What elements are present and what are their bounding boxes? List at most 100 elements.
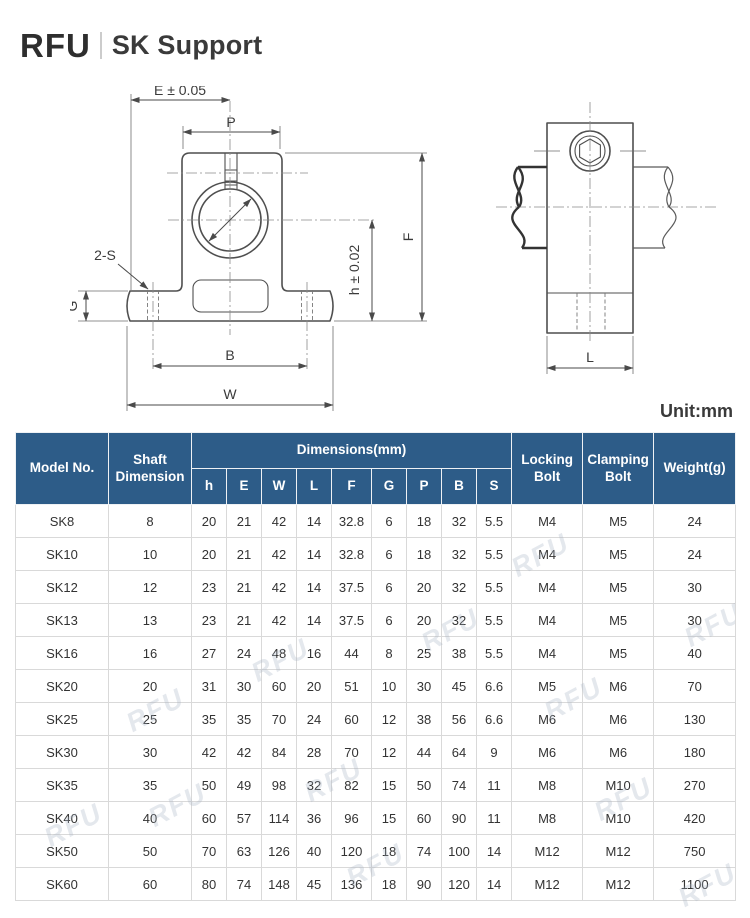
cell-S: 11 — [475, 801, 513, 835]
clamp-slit — [224, 153, 238, 189]
cell-G: 8 — [371, 636, 407, 670]
cell-P: 25 — [406, 636, 442, 670]
cell-E: 49 — [226, 768, 262, 802]
cell-W: 148 — [261, 867, 297, 901]
cell-W: 126 — [261, 834, 297, 868]
cell-W: 84 — [261, 735, 297, 769]
cell-F: 60 — [331, 702, 372, 736]
cell-locking: M6 — [511, 702, 584, 736]
cell-W: 70 — [261, 702, 297, 736]
cell-S: 5.5 — [475, 636, 513, 670]
col-header-W: W — [261, 468, 297, 505]
cell-weight: 30 — [653, 603, 737, 637]
cell-shaft: 16 — [108, 636, 192, 670]
cell-F: 32.8 — [331, 504, 372, 538]
cell-L: 14 — [296, 570, 332, 604]
col-header-clamping: Clamping Bolt — [582, 432, 655, 505]
cell-clamping: M6 — [582, 702, 655, 736]
cell-G: 15 — [371, 801, 407, 835]
dim-label-f: F — [400, 233, 416, 242]
cell-E: 35 — [226, 702, 262, 736]
cell-clamping: M10 — [582, 801, 655, 835]
cell-E: 21 — [226, 537, 262, 571]
cell-F: 32.8 — [331, 537, 372, 571]
cell-model: SK12 — [15, 570, 109, 604]
cell-P: 30 — [406, 669, 442, 703]
cell-model: SK40 — [15, 801, 109, 835]
cell-L: 24 — [296, 702, 332, 736]
cell-P: 38 — [406, 702, 442, 736]
w-extension-lines — [126, 326, 334, 411]
cell-locking: M4 — [511, 504, 584, 538]
front-view-diagram: E ± 0.05 P F h ± 0.02 G 2-S B — [70, 86, 427, 411]
cell-P: 20 — [406, 570, 442, 604]
cell-F: 70 — [331, 735, 372, 769]
cell-G: 6 — [371, 537, 407, 571]
side-mounting-hole — [576, 293, 606, 333]
cell-S: 14 — [475, 867, 513, 901]
cell-L: 14 — [296, 603, 332, 637]
cell-L: 20 — [296, 669, 332, 703]
cell-G: 18 — [371, 867, 407, 901]
cell-P: 60 — [406, 801, 442, 835]
cell-weight: 130 — [653, 702, 737, 736]
cell-F: 44 — [331, 636, 372, 670]
bolt-hole-left — [147, 282, 159, 372]
cell-B: 45 — [441, 669, 477, 703]
cell-E: 42 — [226, 735, 262, 769]
shaft-right-segment — [633, 166, 677, 249]
bore-diameter-arrow — [208, 198, 252, 242]
bolt-hole-right — [301, 282, 313, 372]
cell-S: 5.5 — [475, 504, 513, 538]
cell-G: 6 — [371, 603, 407, 637]
cell-model: SK60 — [15, 867, 109, 901]
f-extension-lines — [285, 152, 427, 322]
col-header-S: S — [475, 468, 513, 505]
cell-clamping: M10 — [582, 768, 655, 802]
cell-E: 30 — [226, 669, 262, 703]
cell-L: 16 — [296, 636, 332, 670]
cell-S: 5.5 — [475, 537, 513, 571]
col-header-P: P — [406, 468, 442, 505]
cell-locking: M4 — [511, 603, 584, 637]
cell-h: 20 — [191, 504, 227, 538]
cell-P: 90 — [406, 867, 442, 901]
cell-clamping: M12 — [582, 867, 655, 901]
cell-B: 74 — [441, 768, 477, 802]
cell-weight: 270 — [653, 768, 737, 802]
cell-P: 18 — [406, 537, 442, 571]
cell-S: 11 — [475, 768, 513, 802]
cell-L: 36 — [296, 801, 332, 835]
cell-locking: M6 — [511, 735, 584, 769]
cell-clamping: M12 — [582, 834, 655, 868]
dim-label-l: L — [586, 349, 594, 365]
cell-locking: M4 — [511, 636, 584, 670]
cell-model: SK25 — [15, 702, 109, 736]
cell-F: 82 — [331, 768, 372, 802]
cell-G: 10 — [371, 669, 407, 703]
cell-h: 80 — [191, 867, 227, 901]
dim-label-h: h ± 0.02 — [346, 245, 362, 296]
col-header-E: E — [226, 468, 262, 505]
cell-clamping: M5 — [582, 603, 655, 637]
cell-h: 60 — [191, 801, 227, 835]
cell-L: 28 — [296, 735, 332, 769]
cell-G: 12 — [371, 702, 407, 736]
cell-W: 60 — [261, 669, 297, 703]
side-view-diagram: L — [496, 102, 718, 374]
s-leader-line — [117, 263, 149, 290]
cell-G: 6 — [371, 570, 407, 604]
cell-L: 14 — [296, 537, 332, 571]
cell-locking: M12 — [511, 834, 584, 868]
cell-F: 120 — [331, 834, 372, 868]
page-title: SK Support — [111, 29, 263, 60]
brand-logo: RFU — [20, 26, 91, 64]
cell-h: 20 — [191, 537, 227, 571]
cell-F: 96 — [331, 801, 372, 835]
